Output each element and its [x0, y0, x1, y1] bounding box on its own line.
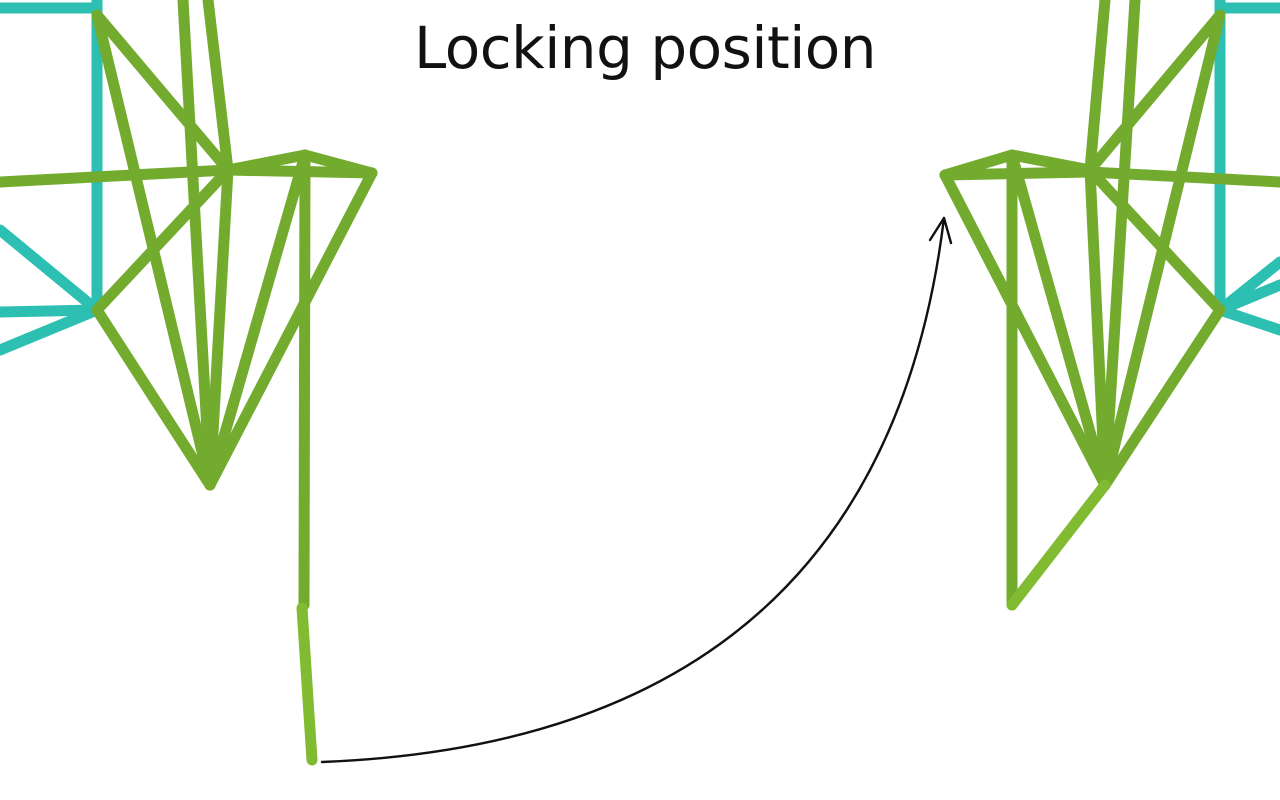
left-green-frame [0, 0, 378, 611]
right-teal-frame [1214, 0, 1280, 336]
left-swing-strut [296, 602, 318, 766]
left-teal-frame [0, 0, 103, 356]
left-assembly-unlocked [0, 0, 378, 766]
diagram-title: Locking position [413, 14, 877, 82]
right-assembly-locked [939, 0, 1280, 611]
curved-arrow-icon [320, 216, 953, 764]
right-green-frame [939, 0, 1280, 611]
